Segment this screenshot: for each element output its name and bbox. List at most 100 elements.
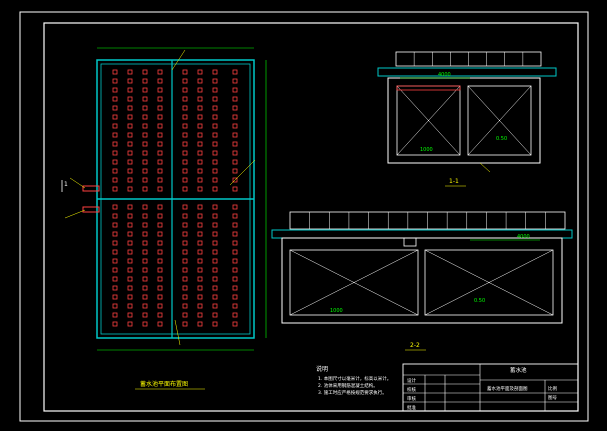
pillar-marker — [182, 294, 188, 300]
section-2-cover-grid — [309, 212, 546, 229]
pillar-marker — [142, 285, 148, 291]
pillar-marker — [157, 78, 163, 84]
pillar-marker — [212, 78, 218, 84]
pillar-marker — [127, 258, 133, 264]
pillar-marker — [212, 87, 218, 93]
title-block-sheet: 图号 — [548, 395, 557, 401]
section-1-red-band — [396, 85, 461, 91]
pillar-marker — [197, 312, 203, 318]
pillar-marker — [112, 78, 118, 84]
pillar-marker — [112, 168, 118, 174]
outer-frame — [19, 11, 589, 422]
pillar-marker — [182, 240, 188, 246]
pillar-marker — [197, 150, 203, 156]
title-block-row-4: 批准 — [407, 404, 416, 411]
pillar-marker — [197, 96, 203, 102]
title-block-row-2: 校核 — [407, 386, 416, 393]
section-1-leader — [479, 162, 491, 173]
pillar-marker — [127, 213, 133, 219]
pillar-marker — [197, 159, 203, 165]
pillar-marker — [127, 240, 133, 246]
pillar-marker — [127, 276, 133, 282]
pillar-marker — [142, 69, 148, 75]
pillar-marker — [157, 114, 163, 120]
pillar-marker — [157, 276, 163, 282]
pillar-marker — [232, 294, 238, 300]
pillar-marker — [182, 213, 188, 219]
pillar-marker — [182, 321, 188, 327]
pillar-marker — [212, 168, 218, 174]
pillar-marker — [197, 177, 203, 183]
pillar-marker — [127, 222, 133, 228]
pillar-marker — [197, 204, 203, 210]
pillar-marker — [197, 294, 203, 300]
pillar-marker — [142, 105, 148, 111]
title-block-row-3: 审核 — [407, 395, 416, 402]
pillar-marker — [112, 312, 118, 318]
pillar-marker — [127, 96, 133, 102]
pillar-marker — [232, 204, 238, 210]
pillar-marker — [142, 159, 148, 165]
section-1-slab — [377, 67, 557, 77]
section-2-basin-outer — [281, 237, 563, 324]
pillar-marker — [142, 204, 148, 210]
section-1-dim-bottom: 1000 — [420, 147, 433, 153]
pillar-marker — [142, 249, 148, 255]
pillar-marker — [112, 249, 118, 255]
pillar-marker — [182, 276, 188, 282]
pillar-marker — [112, 186, 118, 192]
leader-bottom — [174, 319, 181, 346]
pillar-marker — [157, 87, 163, 93]
pillar-marker — [142, 150, 148, 156]
pillar-marker — [142, 168, 148, 174]
pillar-marker — [142, 213, 148, 219]
pillar-marker — [232, 87, 238, 93]
pillar-marker — [212, 249, 218, 255]
pillar-marker — [142, 312, 148, 318]
note-line-3: 3. 施工时应严格按规范要求执行。 — [318, 389, 387, 396]
pillar-marker — [212, 276, 218, 282]
pillar-marker — [197, 258, 203, 264]
pillar-marker — [112, 222, 118, 228]
pillar-marker — [197, 141, 203, 147]
section-1-label: 1-1 — [449, 178, 459, 185]
pillar-marker — [112, 276, 118, 282]
pillar-marker — [157, 222, 163, 228]
pillar-marker — [182, 114, 188, 120]
pillar-marker — [182, 186, 188, 192]
pillar-marker — [157, 249, 163, 255]
pillar-marker — [112, 258, 118, 264]
pillar-marker — [232, 285, 238, 291]
pillar-marker — [182, 222, 188, 228]
pillar-marker — [142, 240, 148, 246]
pillar-marker — [157, 186, 163, 192]
pillar-marker — [127, 285, 133, 291]
pillar-marker — [142, 132, 148, 138]
pillar-marker — [212, 231, 218, 237]
pillar-marker — [232, 249, 238, 255]
pillar-marker — [112, 96, 118, 102]
pillar-marker — [212, 186, 218, 192]
pillar-marker — [157, 141, 163, 147]
pillar-marker — [182, 168, 188, 174]
pillar-marker — [127, 78, 133, 84]
pillar-marker — [142, 114, 148, 120]
pillar-marker — [157, 303, 163, 309]
section-1-cross-b — [396, 85, 461, 156]
pillar-marker — [232, 105, 238, 111]
pillar-marker — [197, 231, 203, 237]
pillar-marker — [182, 303, 188, 309]
pillar-marker — [142, 123, 148, 129]
pillar-marker — [112, 141, 118, 147]
section-2-view: 4000 0.50 1000 2-2 — [271, 211, 573, 351]
section-marker-left: 1 — [64, 181, 68, 188]
section-2-cross-b — [289, 249, 419, 316]
pillar-marker — [127, 159, 133, 165]
pillar-marker — [127, 267, 133, 273]
pillar-marker — [212, 267, 218, 273]
pillar-marker — [142, 186, 148, 192]
inlet-pipe-upper — [82, 185, 100, 192]
pillar-marker — [112, 285, 118, 291]
pillar-marker — [142, 87, 148, 93]
pillar-marker — [232, 150, 238, 156]
